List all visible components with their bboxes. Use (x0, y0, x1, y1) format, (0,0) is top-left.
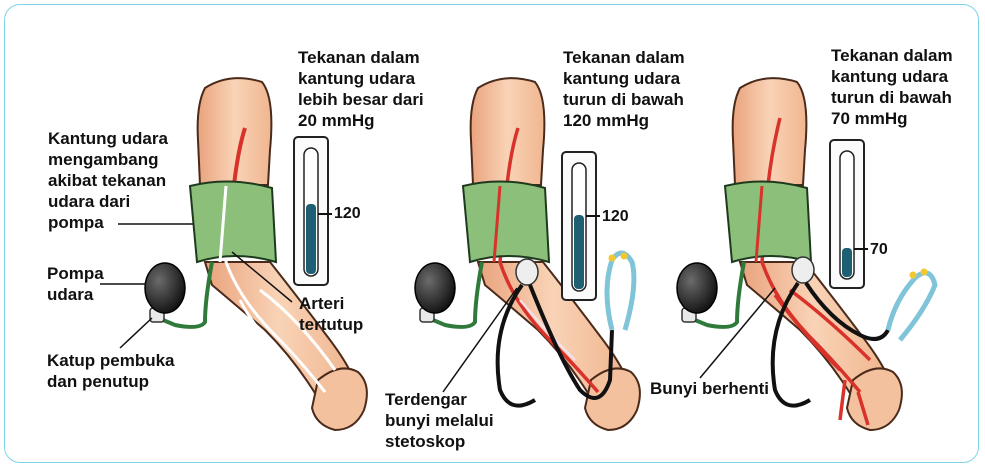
panel1-valve-label: Katup pembuka dan penutup (47, 350, 175, 392)
panel1-cuff-label: Kantung udara mengambang akibat tekanan … (48, 128, 168, 233)
stethoscope-chest-3 (792, 257, 814, 283)
earpiece-3a (910, 272, 917, 279)
panel2-pressure-title: Tekanan dalam kantung udara turun di baw… (563, 47, 685, 131)
fist-3 (847, 368, 902, 430)
panel3-gauge-value: 70 (870, 241, 888, 259)
stethoscope-chest-2 (516, 259, 538, 285)
panel3-sound-label: Bunyi berhenti (650, 378, 769, 399)
panel1-pump-label: Pompa udara (47, 263, 104, 305)
sound-leader-2 (443, 288, 517, 392)
panel1-pressure-title: Tekanan dalam kantung udara lebih besar … (298, 47, 424, 131)
stethoscope-headset-3 (888, 273, 935, 340)
cuff-2 (463, 181, 549, 262)
panel1-artery-label: Arteri tertutup (299, 293, 363, 335)
gauge-1-mercury (306, 204, 316, 274)
panel1-gauge-value: 120 (334, 205, 361, 223)
pump-bulb-2 (415, 263, 455, 313)
panel2-gauge-value: 120 (602, 208, 629, 226)
earpiece-2a (609, 255, 616, 262)
gauge-2-mercury (574, 215, 584, 289)
fist-1 (312, 368, 367, 430)
pump-bulb-3 (677, 263, 717, 313)
earpiece-3b (921, 269, 928, 276)
stethoscope-headset-2 (607, 253, 634, 330)
valve-leader-1 (120, 318, 152, 348)
gauge-3-mercury (842, 248, 852, 277)
cuff-1 (190, 181, 276, 262)
panel3-pressure-title: Tekanan dalam kantung udara turun di baw… (831, 45, 953, 129)
earpiece-2b (621, 253, 628, 260)
cuff-3 (725, 181, 811, 262)
panel2-sound-label: Terdengar bunyi melalui stetoskop (385, 389, 494, 452)
pump-bulb-1 (145, 263, 185, 313)
